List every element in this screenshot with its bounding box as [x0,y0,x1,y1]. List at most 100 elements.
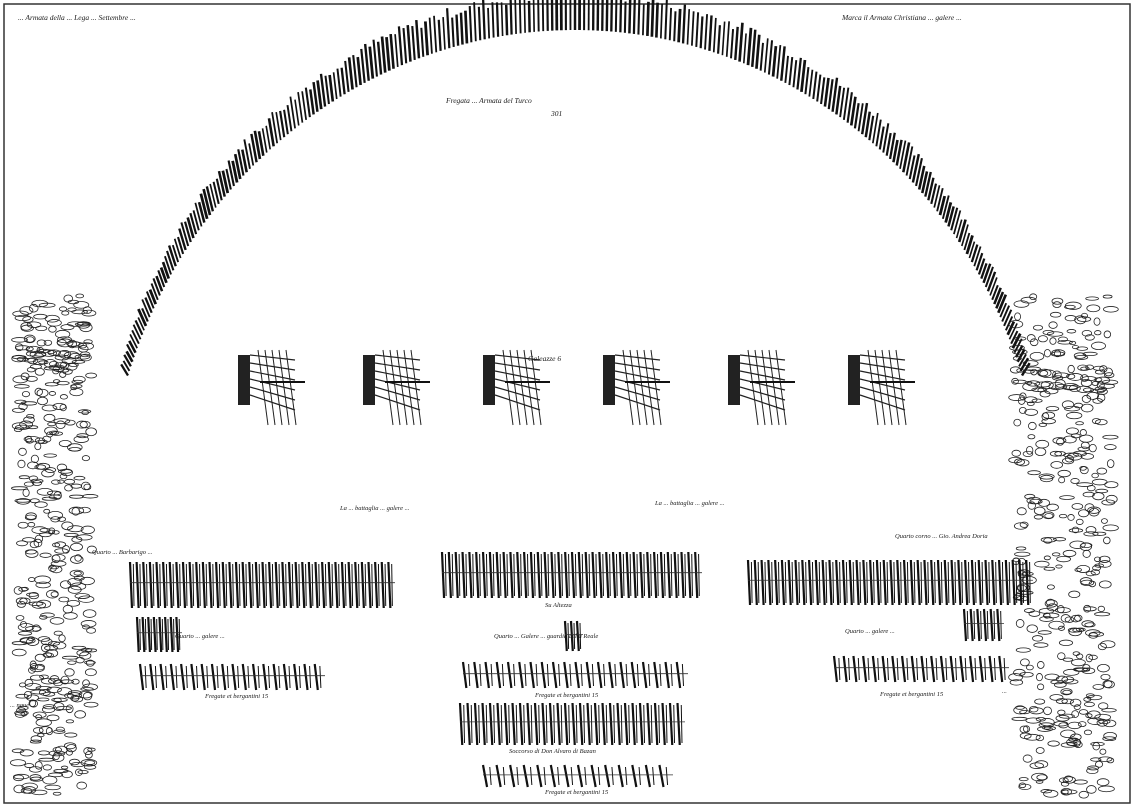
arc-ship-mark [316,80,323,110]
arc-ship-mark [389,33,395,69]
arc-ship-mark [155,275,164,292]
arc-ship-mark [197,201,206,223]
arc-ship-mark [202,188,212,216]
arc-ship-mark [673,11,677,42]
arc-ship-mark [122,360,131,372]
arc-ship-mark [131,329,140,345]
arc-ship-mark [730,28,735,59]
arc-ship-mark [194,202,203,227]
arc-ship-mark [241,149,248,173]
arc-ship-mark [356,56,362,86]
arc-ship-mark [1006,321,1016,336]
arc-ship-mark [257,130,265,156]
arc-ship-mark [344,60,350,92]
arc-ship-mark [936,187,944,212]
arc-ship-mark [655,2,659,38]
arc-ship-mark [650,0,655,37]
arc-ship-mark [708,15,713,51]
arc-ship-mark [614,0,618,32]
arc-ship-mark [504,4,509,36]
arc-ship-mark [428,17,433,54]
arc-ship-mark [243,139,251,170]
arc-ship-mark [137,317,145,331]
arc-ship-mark [961,224,969,247]
arc-ship-mark [888,132,896,160]
arc-ship-mark [704,14,709,50]
arc-ship-mark [120,363,129,377]
arc-ship-mark [899,140,907,170]
galleass-ship [238,349,305,426]
arc-ship-mark [860,102,869,135]
su-altezza-label: Su Altezza [545,602,572,609]
arc-ship-mark [473,2,477,42]
arc-ship-mark [968,241,976,259]
arc-ship-mark [402,27,408,64]
arc-ship-mark [253,130,262,160]
arc-ship-mark [514,0,517,34]
left-frigates [138,663,325,691]
arc-ship-mark [677,8,682,43]
arc-ship-mark [950,207,959,231]
arc-ship-mark [995,291,1005,309]
arc-ship-mark [376,41,383,75]
arc-ship-mark [500,2,504,36]
arc-ship-mark [750,29,757,68]
arc-ship-mark [892,139,899,163]
arc-ship-mark [632,0,636,34]
arc-ship-mark [209,183,217,208]
arc-ship-mark [1001,305,1011,322]
arc-ship-mark [265,125,271,150]
arc-ship-mark [324,75,330,105]
arc-ship-mark [1008,323,1018,340]
caption-bottom-right: ... [1002,688,1007,695]
arc-ship-mark [917,165,926,190]
galleasses-row [238,349,915,426]
arc-ship-mark [991,284,999,301]
arc-ship-mark [126,343,135,358]
left-wing-galleys [128,561,395,609]
arc-ship-mark [878,126,885,150]
arc-ship-mark [927,177,935,201]
caption-top-left: ... Armata della ... Lega ... Settembre … [18,13,136,22]
arc-ship-mark [690,11,695,46]
left-coast-fleet [9,293,99,796]
arc-ship-mark [610,0,613,32]
arc-ship-mark [905,146,914,176]
arc-ship-mark [178,228,187,251]
arc-ship-mark [173,238,182,259]
arc-ship-mark [148,289,158,305]
arc-ship-mark [271,112,279,144]
arc-ship-mark [225,168,232,190]
arc-ship-mark [957,219,967,243]
arc-ship-mark [406,25,412,62]
arc-ship-mark [955,219,963,239]
arc-ship-mark [853,103,860,129]
arc-ship-mark [646,1,650,37]
arc-ship-mark [628,0,632,34]
quarto-galere-right-label: Quarto ... galere ... [845,628,895,635]
arc-ship-mark [166,250,175,271]
arc-ship-mark [433,15,438,53]
arc-ship-mark [217,170,226,197]
arc-ship-mark [532,0,535,32]
arc-ship-mark [963,232,971,251]
arc-ship-mark [215,178,223,201]
arc-ship-mark [477,6,482,41]
arc-ship-mark [509,0,513,35]
arc-ship-mark [659,3,663,39]
arc-ship-mark [938,195,947,216]
arc-ship-mark [763,38,769,73]
arc-ship-mark [993,287,1002,305]
arc-ship-mark [482,0,486,40]
arc-ship-mark [973,246,982,267]
arc-ship-mark [527,0,531,33]
arc-ship-mark [742,33,747,64]
arc-ship-mark [908,155,916,180]
arc-ship-mark [804,66,810,95]
arc-ship-mark [442,17,446,50]
arc-ship-mark [792,60,798,88]
arc-ship-mark [920,171,929,194]
arc-ship-mark [771,45,778,77]
arc-ship-mark [301,91,308,121]
arc-ship-mark [227,160,235,187]
